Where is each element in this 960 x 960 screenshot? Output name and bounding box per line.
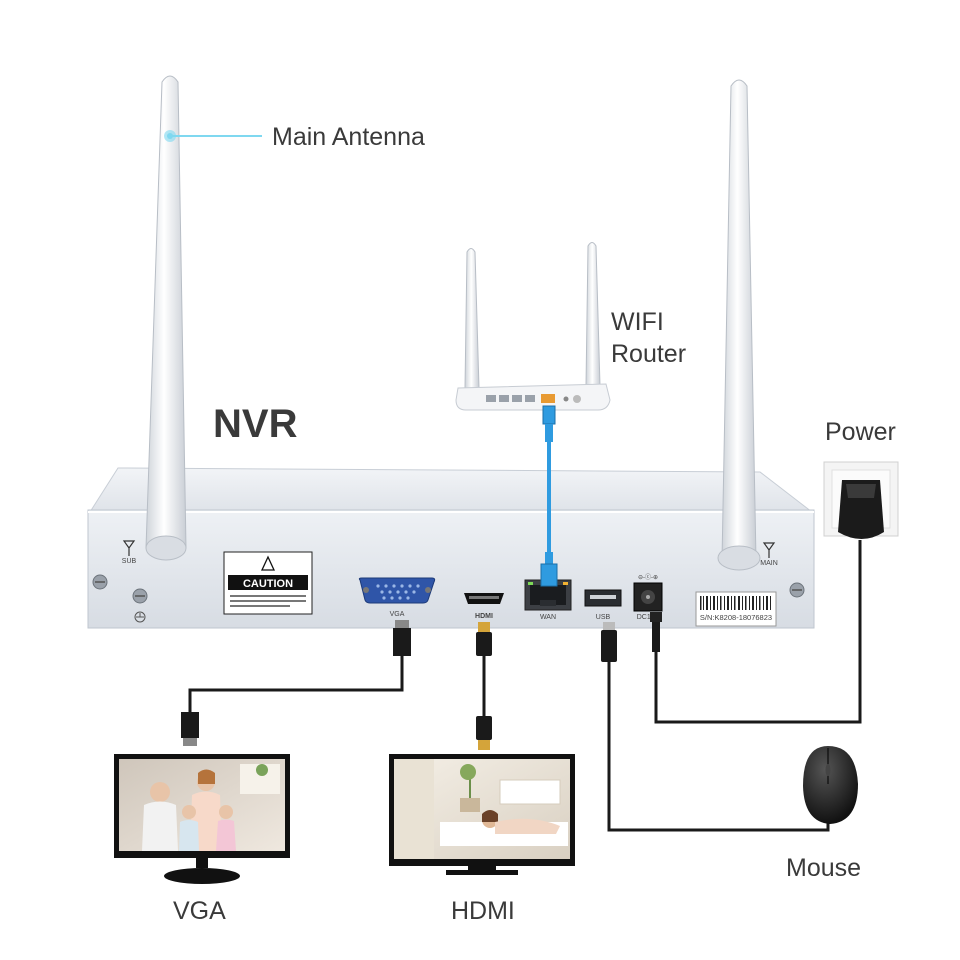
- hdmi-monitor-label: HDMI: [451, 897, 515, 925]
- sub-antenna: [145, 75, 187, 561]
- vga-port[interactable]: VGA: [358, 577, 436, 618]
- usb-port-label: USB: [596, 614, 611, 621]
- wan-port-label: WAN: [540, 614, 556, 621]
- screw-icon: [789, 582, 805, 598]
- main-antenna: [717, 79, 761, 571]
- power-adapter: [838, 480, 884, 539]
- wifi-router-label-line1: WIFI: [611, 308, 664, 336]
- wifi-router-label-line2: Router: [611, 340, 686, 368]
- power-label: Power: [825, 418, 896, 446]
- screw-icon: [92, 574, 108, 590]
- vga-plug-nvr: [393, 620, 411, 656]
- wan-port[interactable]: WAN: [524, 579, 572, 621]
- main-label: MAIN: [760, 560, 778, 567]
- nvr-back-panel: [87, 509, 815, 629]
- screw-icon: [132, 588, 148, 604]
- caution-label: CAUTION: [243, 578, 293, 590]
- mouse-label: Mouse: [786, 854, 861, 882]
- hdmi-port[interactable]: HDMI: [464, 593, 504, 620]
- dc-plug: [650, 612, 662, 652]
- main-antenna-callout: Main Antenna: [164, 123, 425, 151]
- caution-sticker: CAUTION: [223, 551, 313, 615]
- main-antenna-label: Main Antenna: [272, 123, 425, 151]
- warning-icon: [260, 555, 276, 571]
- vga-monitor-label: VGA: [173, 897, 226, 925]
- dc-polarity-icon: ⊖-ⓒ-⊕: [638, 573, 658, 581]
- vga-port-label: VGA: [390, 611, 405, 618]
- ground-icon: [134, 611, 146, 623]
- ethernet-cable: [540, 405, 558, 587]
- mouse-cable: [607, 660, 830, 832]
- sub-antenna-mark: SUB: [122, 540, 137, 565]
- hdmi-plug-monitor: [476, 716, 492, 750]
- vga-monitor: [114, 754, 290, 884]
- sub-label: SUB: [122, 558, 137, 565]
- vga-cable: [188, 656, 404, 712]
- dc-power-port[interactable]: ⊖-ⓒ-⊕ DC12V: [633, 573, 663, 621]
- usb-plug: [601, 622, 617, 662]
- usb-port[interactable]: USB: [584, 589, 622, 621]
- wifi-router: WIFI Router: [455, 242, 686, 411]
- hdmi-port-label: HDMI: [475, 613, 493, 620]
- dc-port-label: DC12V: [637, 614, 660, 621]
- serial-number: S/N:K8208-18076823: [700, 613, 772, 622]
- nvr-label: NVR: [213, 402, 298, 446]
- hdmi-monitor: [389, 754, 575, 875]
- hdmi-plug-nvr: [476, 622, 492, 656]
- mouse-icon: [803, 746, 858, 824]
- nvr-top-surface: [89, 467, 814, 513]
- nvr-device: SUB MAIN CAUTION: [87, 467, 815, 629]
- bedroom-photo: [394, 759, 568, 859]
- family-photo: [142, 764, 280, 851]
- vga-plug-monitor: [181, 712, 199, 746]
- power-cable: [654, 540, 862, 724]
- main-antenna-mark: MAIN: [760, 542, 778, 567]
- serial-sticker: S/N:K8208-18076823: [695, 591, 777, 627]
